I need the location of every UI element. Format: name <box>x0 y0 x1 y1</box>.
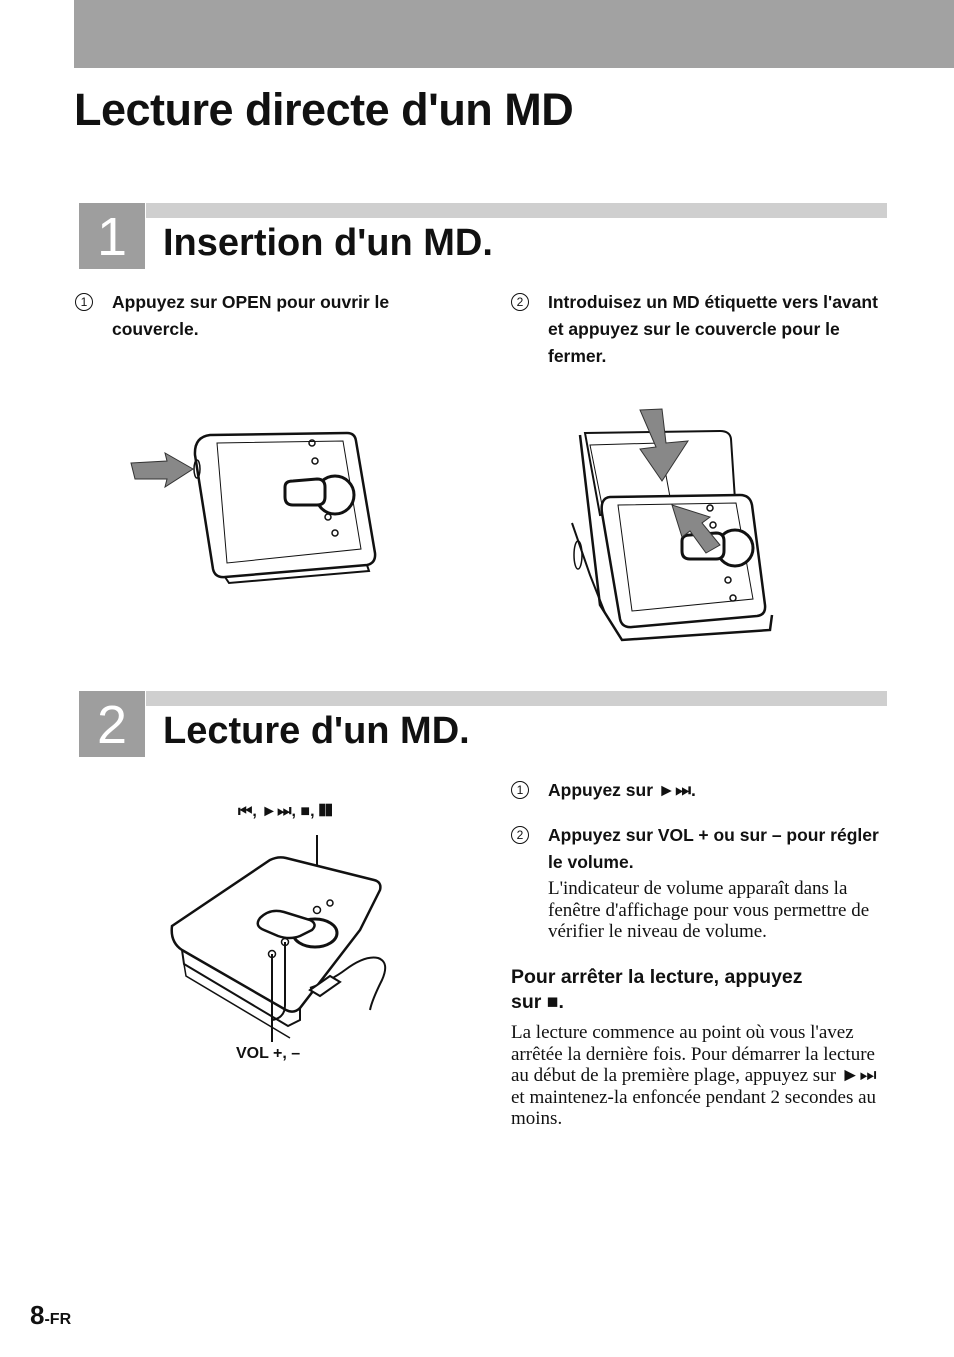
stop-text: La lecture commence au point où vous l'a… <box>511 1022 877 1129</box>
page-language: -FR <box>44 1311 72 1328</box>
md-player-open-illustration <box>130 431 377 585</box>
section-1-bar <box>146 203 887 218</box>
step-text: Appuyez sur OPEN pour ouvrir le couvercl… <box>112 292 390 339</box>
section-2-step-2: 2 Appuyez sur VOL + ou sur – pour régler… <box>511 822 891 876</box>
section-2-number: 2 <box>79 691 145 757</box>
section-2-title: Lecture d'un MD. <box>163 710 470 752</box>
vol-label: VOL +, – <box>236 1045 301 1062</box>
step-number: 1 <box>75 293 93 311</box>
arrow-icon <box>130 451 194 489</box>
step-text: Appuyez sur ►⏭. <box>548 780 696 800</box>
step-number: 2 <box>511 293 529 311</box>
step-text: Introduisez un MD étiquette vers l'avant… <box>548 292 878 366</box>
step-text: Appuyez sur VOL + ou sur – pour régler l… <box>548 825 879 872</box>
section-1-number: 1 <box>79 203 145 269</box>
section-2-step-1: 1 Appuyez sur ►⏭. <box>511 777 891 804</box>
arrow-up-icon <box>671 504 721 554</box>
section-2-bar <box>146 691 887 706</box>
arrow-down-icon <box>639 408 689 482</box>
stop-heading: Pour arrêter la lecture, appuyez sur ■. <box>511 966 803 1013</box>
section-1-step-2: 2 Introduisez un MD étiquette vers l'ava… <box>511 289 889 370</box>
md-player-insert-illustration <box>571 408 774 642</box>
step-number: 1 <box>511 781 529 799</box>
page-title: Lecture directe d'un MD <box>74 84 574 135</box>
md-player-play-illustration <box>170 835 387 1042</box>
section-2-step-2-note: L'indicateur de volume apparaît dans la … <box>548 878 870 942</box>
header-bar <box>74 0 954 68</box>
section-1-step-1: 1 Appuyez sur OPEN pour ouvrir le couver… <box>75 289 415 343</box>
section-1-title: Insertion d'un MD. <box>163 222 493 264</box>
page-footer: 8-FR <box>30 1300 71 1331</box>
page-number: 8 <box>30 1300 45 1330</box>
step-number: 2 <box>511 826 529 844</box>
buttons-label: ⏮, ►⏭, ■, ❚❚ <box>238 803 333 820</box>
